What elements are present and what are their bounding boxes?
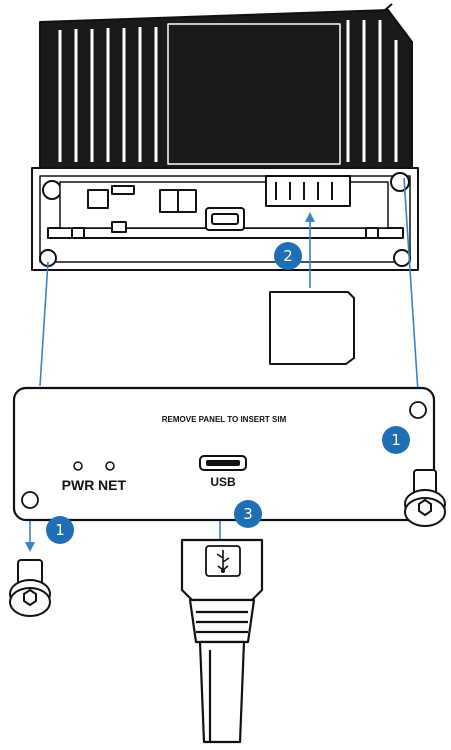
usb-cable [180,538,264,744]
net-label: NET [98,477,126,493]
net-led [105,461,115,471]
step-number: 2 [283,247,293,265]
sim-card-icon [269,291,355,365]
arrow-up-icon [305,212,315,222]
step-number: 3 [243,505,253,523]
pwr-label: PWR [62,477,95,493]
panel-screw-hole [409,401,427,419]
hex-socket-screw-icon [9,559,51,617]
panel-caption: REMOVE PANEL TO INSERT SIM [162,415,287,424]
step-number: 1 [391,431,401,449]
heatsink-fins [58,20,398,162]
step-badge-usb-cable: 3 [234,500,262,528]
panel-screw-hole [21,491,39,509]
usb-icon [205,545,241,577]
usb-label: USB [210,475,236,489]
step-badge-sim-card: 2 [274,242,302,270]
pwr-led [73,461,83,471]
arrow-down-icon [25,542,35,552]
hex-socket-screw-icon [404,469,446,527]
step-badge-right-screw: 1 [382,426,410,454]
step-number: 1 [55,521,65,539]
step-badge-left-screw: 1 [46,516,74,544]
front-panel [12,386,436,522]
enclosure-body [31,3,419,271]
